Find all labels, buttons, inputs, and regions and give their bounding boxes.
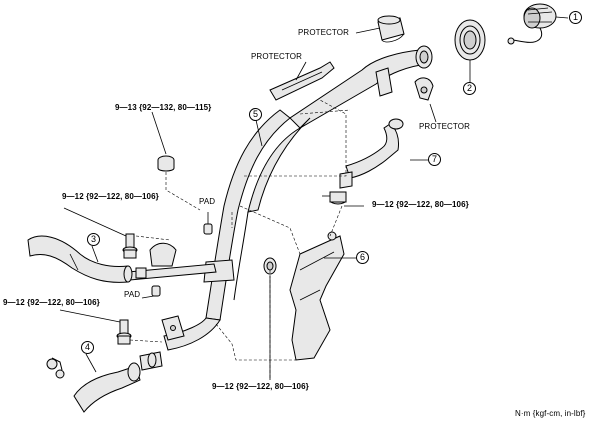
pad-upper	[203, 223, 213, 235]
leader-lines	[59, 16, 569, 380]
protector-strip	[269, 61, 335, 101]
pad-lower	[151, 285, 161, 297]
torque-spec-label: 9—12 {92—122, 80—106}	[62, 192, 159, 201]
callout-4: 4	[81, 341, 94, 354]
torque-spec-label: 9—12 {92—122, 80—106}	[212, 382, 309, 391]
torque-spec-label: 9—12 {92—122, 80—106}	[3, 298, 100, 307]
torque-units-legend: N·m {kgf-cm, in-lbf}	[515, 409, 586, 418]
filler-neck-pipe	[163, 45, 434, 351]
hose-3	[27, 235, 133, 283]
breather-pipe	[127, 242, 217, 281]
protector-top-label: PROTECTOR	[298, 28, 349, 37]
callout-6: 6	[356, 251, 369, 264]
hose-4	[46, 351, 163, 413]
torque-spec-label: 9—12 {92—122, 80—106}	[372, 200, 469, 209]
bolt-left-low	[116, 319, 132, 345]
callout-7: 7	[428, 153, 441, 166]
bolt-right-mid	[322, 191, 347, 205]
protector-right-label: PROTECTOR	[419, 122, 470, 131]
protector-sleeve	[377, 15, 405, 43]
pad-upper-label: PAD	[199, 197, 216, 206]
protector-left-label: PROTECTOR	[251, 52, 302, 61]
fuel-cap	[507, 3, 557, 45]
callout-2: 2	[463, 82, 476, 95]
hose-7	[339, 118, 404, 189]
lower-bracket	[161, 315, 185, 341]
bolt-upper-left	[157, 155, 175, 172]
callout-3: 3	[87, 233, 100, 246]
bolt-left-mid	[122, 233, 138, 259]
callout-5: 5	[249, 108, 262, 121]
pad-lower-label: PAD	[124, 290, 141, 299]
filler-ring	[454, 19, 486, 68]
callout-1: 1	[569, 11, 582, 24]
shield-6	[289, 231, 345, 361]
torque-spec-label: 9—13 {92—132, 80—115}	[115, 103, 212, 112]
nut-bracket	[263, 257, 277, 275]
